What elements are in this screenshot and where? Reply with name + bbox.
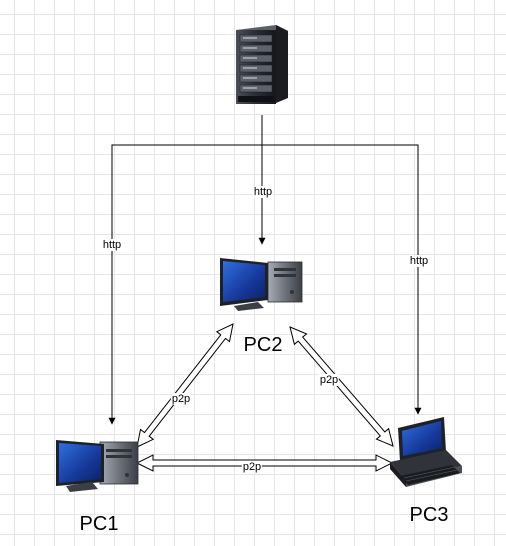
p2p-arrow-pc1-pc2[interactable] <box>136 323 234 448</box>
p2p-arrow-pc1-pc3[interactable] <box>135 454 394 472</box>
pc2-computer-icon[interactable] <box>220 258 303 311</box>
http-label-pc2: http <box>252 186 274 198</box>
http-label-pc1: http <box>101 239 123 251</box>
p2p-label-pc2-pc3: p2p <box>318 374 340 386</box>
p2p-arrow-pc2-pc3[interactable] <box>289 326 394 447</box>
p2p-label-pc1-pc2: p2p <box>170 393 192 405</box>
http-label-pc3: http <box>408 255 430 267</box>
pc2-label: PC2 <box>243 334 283 356</box>
pc1-label: PC1 <box>79 513 119 535</box>
pc3-workstation-icon[interactable] <box>390 417 462 487</box>
edge-server-pc1[interactable] <box>108 144 262 425</box>
server-rack-icon[interactable] <box>236 25 288 104</box>
pc1-computer-icon[interactable] <box>56 440 139 492</box>
edge-server-pc3[interactable] <box>262 144 422 415</box>
p2p-label-pc1-pc3: p2p <box>241 461 263 473</box>
pc3-label: PC3 <box>409 504 449 526</box>
